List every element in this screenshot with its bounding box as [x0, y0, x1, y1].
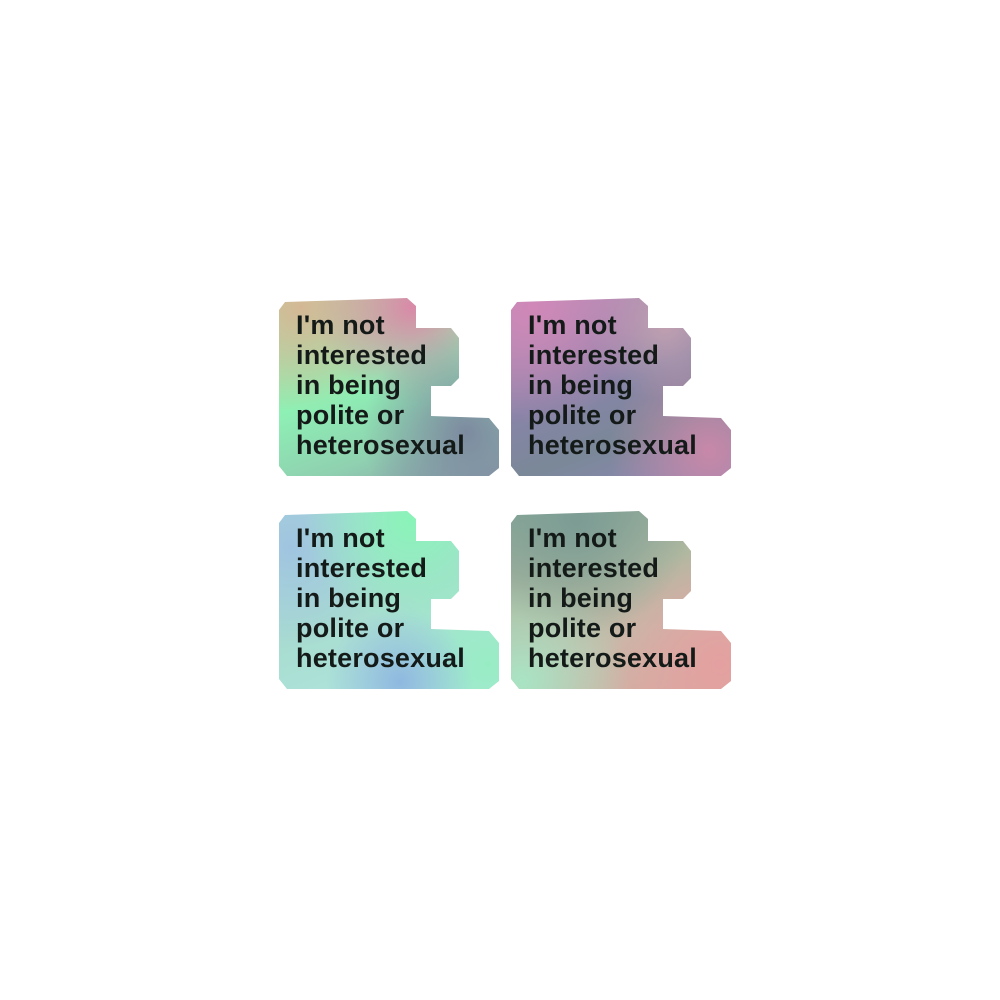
sticker-top-right: I'm not interested in being polite or he… [511, 298, 731, 478]
sticker-line: I'm not [296, 523, 385, 553]
sticker-line: heterosexual [296, 643, 465, 673]
sticker-line: polite or [528, 400, 637, 430]
sticker-line: in being [528, 370, 634, 400]
sticker-line: I'm not [296, 310, 385, 340]
sticker-line: in being [296, 370, 402, 400]
sticker-line: polite or [296, 400, 405, 430]
sticker-bottom-right: I'm not interested in being polite or he… [511, 511, 731, 691]
sticker-line: interested [296, 553, 428, 583]
sticker-line: interested [528, 340, 660, 370]
sticker-line: in being [528, 583, 634, 613]
sticker-line: heterosexual [528, 643, 697, 673]
sticker-text: I'm not interested in being polite or he… [528, 310, 697, 460]
sticker-text: I'm not interested in being polite or he… [296, 310, 465, 460]
sticker-top-left: I'm not interested in being polite or he… [279, 298, 499, 478]
sticker-text: I'm not interested in being polite or he… [296, 523, 465, 673]
sticker-line: polite or [296, 613, 405, 643]
sticker-bottom-left: I'm not interested in being polite or he… [279, 511, 499, 691]
sticker-line: interested [528, 553, 660, 583]
sticker-text: I'm not interested in being polite or he… [528, 523, 697, 673]
sticker-line: I'm not [528, 310, 617, 340]
sticker-line: heterosexual [528, 430, 697, 460]
sticker-line: heterosexual [296, 430, 465, 460]
sticker-line: in being [296, 583, 402, 613]
sticker-line: polite or [528, 613, 637, 643]
sticker-line: interested [296, 340, 428, 370]
sticker-line: I'm not [528, 523, 617, 553]
